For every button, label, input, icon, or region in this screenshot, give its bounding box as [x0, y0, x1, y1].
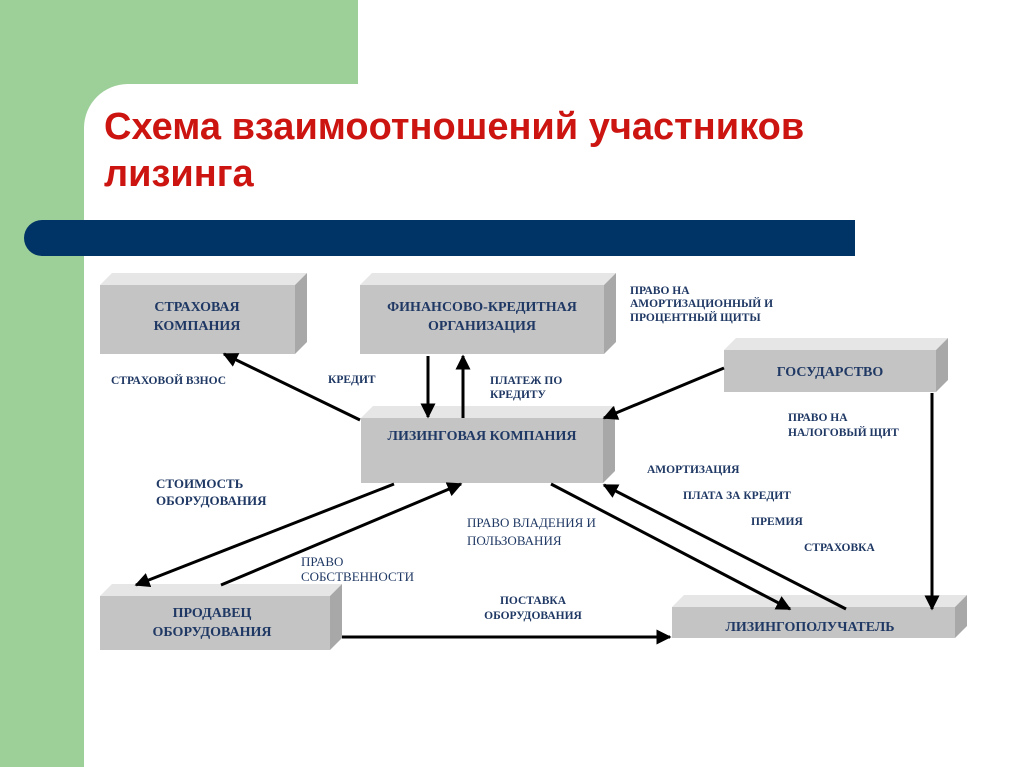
- node-insurance-label-2: КОМПАНИЯ: [154, 319, 241, 334]
- arrow-seller-to-leasing: [220, 482, 463, 587]
- label-amort-shield-1: ПРАВО НА: [630, 285, 690, 297]
- title-line-1: Схема взаимоотношений участников: [104, 106, 805, 148]
- arrows: [134, 352, 940, 645]
- arrow-leasing-to-lessee: [550, 482, 792, 611]
- arrow-leasing-to-insurance: [222, 352, 361, 422]
- node-insurance-company: СТРАХОВАЯ КОМПАНИЯ: [100, 273, 307, 354]
- label-loan-payment: ПЛАТЕЖ ПО КРЕДИТУ: [490, 375, 562, 401]
- node-lessee-label: ЛИЗИНГОПОЛУЧАТЕЛЬ: [725, 620, 894, 635]
- arrow-leasing-to-seller: [134, 482, 395, 588]
- slide-title: Схема взаимоотношений участников лизинга: [104, 104, 984, 198]
- label-amort-shield: ПРАВО НА АМОРТИЗАЦИОННЫЙ И ПРОЦЕНТНЫЙ ЩИ…: [630, 285, 773, 324]
- label-ownership-right-1: ПРАВО: [301, 554, 343, 569]
- label-equipment-cost-1: СТОИМОСТЬ: [156, 476, 243, 491]
- label-credit-fee: ПЛАТА ЗА КРЕДИТ: [683, 490, 791, 502]
- label-tax-shield: ПРАВО НА НАЛОГОВЫЙ ЩИТ: [788, 412, 899, 439]
- label-credit: КРЕДИТ: [328, 374, 376, 386]
- label-equipment-cost: СТОИМОСТЬ ОБОРУДОВАНИЯ: [156, 476, 267, 508]
- node-seller-label-1: ПРОДАВЕЦ: [173, 606, 252, 621]
- label-premium: ПРЕМИЯ: [751, 516, 803, 528]
- node-leasing-company-label: ЛИЗИНГОВАЯ КОМПАНИЯ: [388, 429, 577, 444]
- label-ownership-right: ПРАВО СОБСТВЕННОСТИ: [301, 554, 414, 584]
- title-underline-bar: [24, 220, 855, 256]
- label-possession-right: ПРАВО ВЛАДЕНИЯ И ПОЛЬЗОВАНИЯ: [467, 515, 596, 548]
- label-equipment-cost-2: ОБОРУДОВАНИЯ: [156, 493, 267, 508]
- node-insurance-label-1: СТРАХОВАЯ: [154, 300, 239, 315]
- label-equipment-supply-2: ОБОРУДОВАНИЯ: [484, 610, 582, 622]
- label-equipment-supply: ПОСТАВКА ОБОРУДОВАНИЯ: [484, 595, 582, 622]
- node-finance-label-1: ФИНАНСОВО-КРЕДИТНАЯ: [387, 300, 577, 315]
- label-insurance: СТРАХОВКА: [804, 542, 876, 554]
- label-amort-shield-3: ПРОЦЕНТНЫЙ ЩИТЫ: [630, 310, 761, 324]
- label-ownership-right-2: СОБСТВЕННОСТИ: [301, 569, 414, 584]
- label-loan-payment-2: КРЕДИТУ: [490, 389, 547, 401]
- node-leasing-company: ЛИЗИНГОВАЯ КОМПАНИЯ: [361, 406, 615, 483]
- arrow-state-to-leasing: [602, 366, 725, 420]
- node-equipment-seller: ПРОДАВЕЦ ОБОРУДОВАНИЯ: [100, 584, 342, 650]
- label-possession-right-2: ПОЛЬЗОВАНИЯ: [467, 533, 562, 548]
- title-line-2: лизинга: [104, 153, 254, 195]
- node-lessee: ЛИЗИНГОПОЛУЧАТЕЛЬ: [672, 595, 967, 638]
- node-finance-label-2: ОРГАНИЗАЦИЯ: [428, 319, 536, 334]
- label-possession-right-1: ПРАВО ВЛАДЕНИЯ И: [467, 515, 596, 530]
- label-loan-payment-1: ПЛАТЕЖ ПО: [490, 375, 562, 387]
- label-tax-shield-2: НАЛОГОВЫЙ ЩИТ: [788, 425, 899, 439]
- label-amort-shield-2: АМОРТИЗАЦИОННЫЙ И: [630, 296, 773, 310]
- label-equipment-supply-1: ПОСТАВКА: [500, 595, 567, 607]
- node-state: ГОСУДАРСТВО: [724, 338, 948, 392]
- label-depreciation: АМОРТИЗАЦИЯ: [647, 464, 740, 476]
- label-insurance-fee: СТРАХОВОЙ ВЗНОС: [111, 373, 226, 387]
- arrow-lessee-to-leasing: [602, 483, 847, 611]
- node-finance-organization: ФИНАНСОВО-КРЕДИТНАЯ ОРГАНИЗАЦИЯ: [360, 273, 616, 354]
- node-state-label: ГОСУДАРСТВО: [777, 365, 884, 380]
- label-tax-shield-1: ПРАВО НА: [788, 412, 848, 424]
- node-seller-label-2: ОБОРУДОВАНИЯ: [153, 625, 272, 640]
